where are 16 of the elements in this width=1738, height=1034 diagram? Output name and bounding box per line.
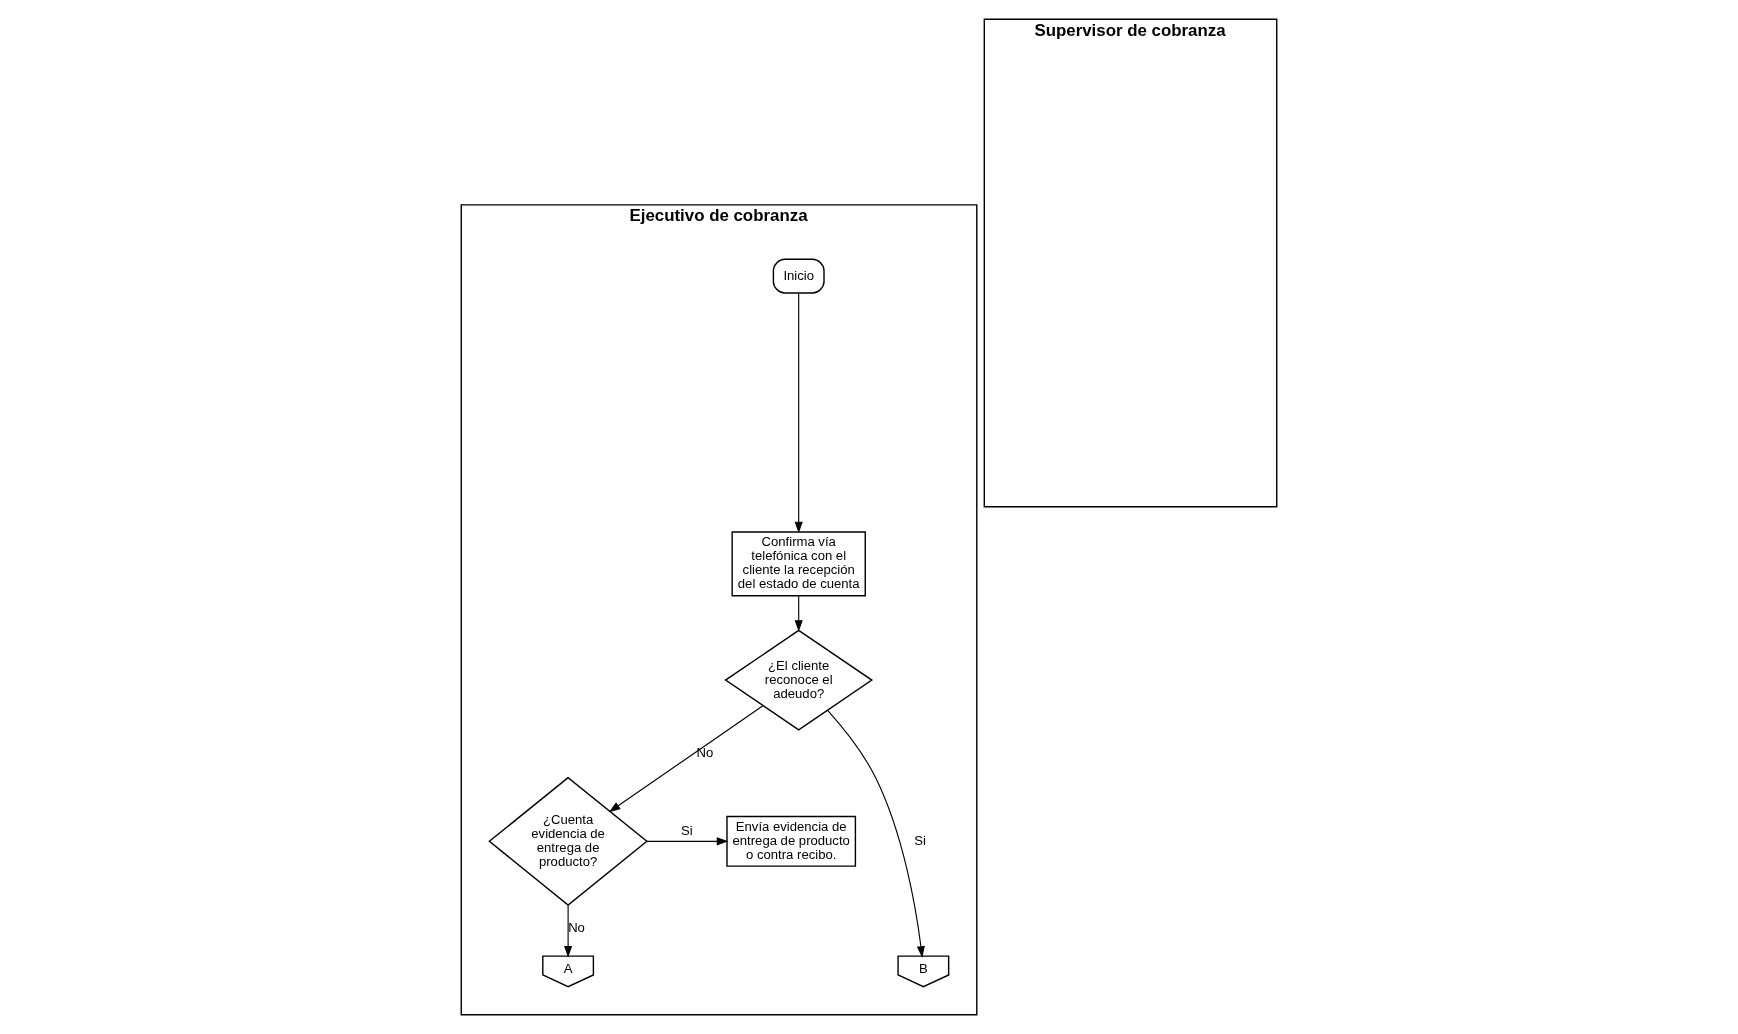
arrow	[564, 904, 573, 958]
node-box: Inicio	[772, 258, 825, 294]
arrow	[794, 595, 803, 632]
arrow	[794, 292, 803, 534]
arrow	[608, 705, 764, 813]
arrow	[827, 709, 925, 958]
node-box: Envía evidencia de entrega de producto o contra recibo.	[726, 815, 857, 867]
node-box: Confirma vía telefónica con el cliente la recepción del estado de cuenta	[731, 531, 866, 597]
edge-label: Si	[681, 822, 693, 838]
edge-label: No	[696, 745, 714, 761]
node-diamond: ¿El cliente reconoce el adeudo?	[724, 629, 874, 731]
edge-label: No	[568, 920, 585, 936]
node-diamond: ¿Cuenta evidencia de entrega de producto?	[488, 776, 648, 906]
node-box: Supervisor de cobranza	[983, 18, 1278, 508]
edge-label: Si	[914, 832, 926, 848]
arrow	[646, 837, 729, 846]
